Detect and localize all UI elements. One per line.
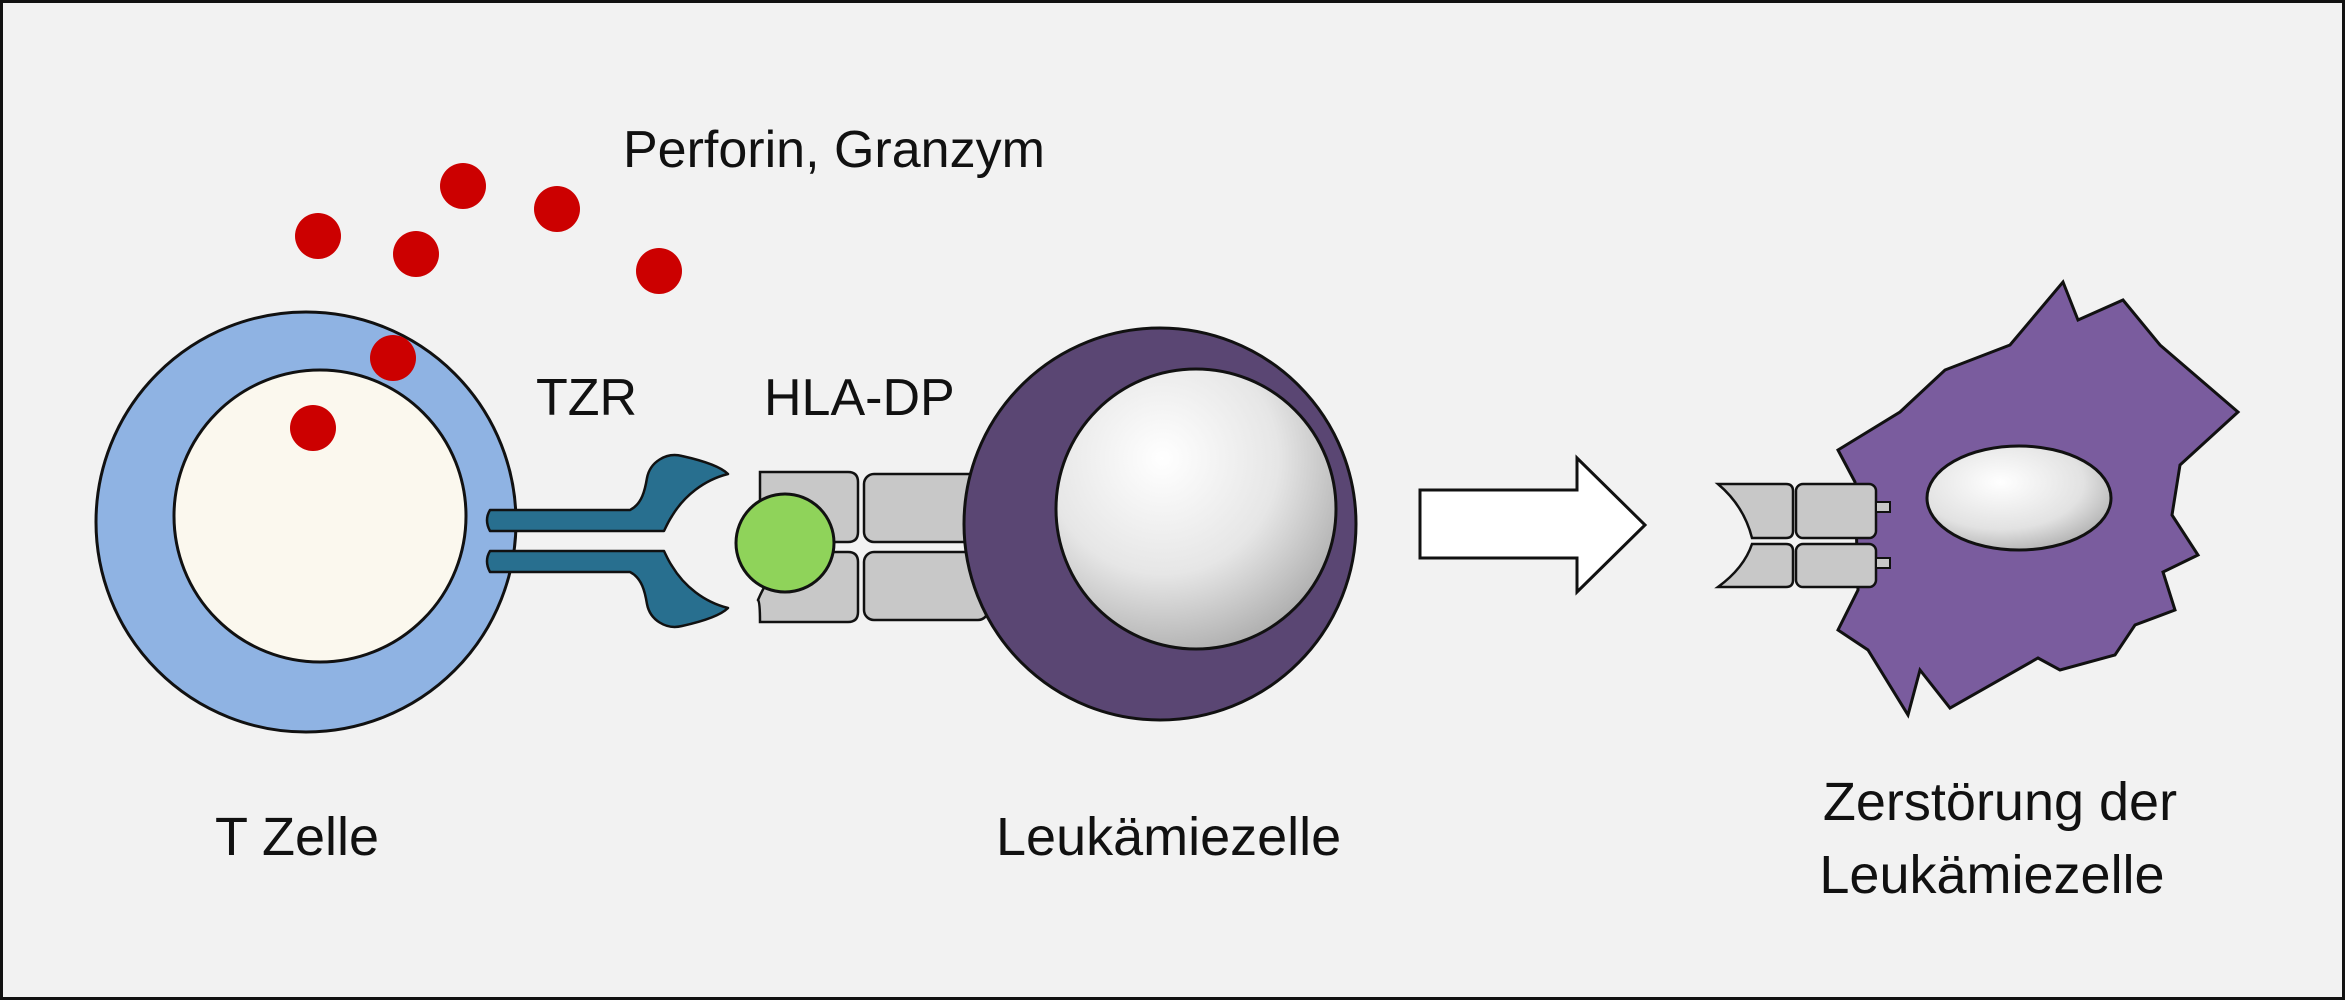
label-leukemia-cell: Leukämiezelle <box>996 807 1341 867</box>
destroyed-leukemia-cell <box>1714 279 2241 719</box>
label-tzr: TZR <box>536 369 637 427</box>
leukemia-cell <box>962 326 1358 722</box>
granule <box>393 231 439 277</box>
leukemia-cell-nucleus <box>1054 367 1338 651</box>
label-perforin-granzyme: Perforin, Granzym <box>623 121 1045 179</box>
label-destruction-line1: Zerstörung der <box>1823 772 2177 832</box>
destroyed-cell-nucleus <box>1925 444 2113 552</box>
label-destruction-line2: Leukämiezelle <box>1819 845 2164 905</box>
antigen-peptide <box>734 492 836 594</box>
granule <box>636 248 682 294</box>
hla-fragment-domain <box>1714 542 1795 589</box>
result-arrow <box>1418 454 1648 596</box>
granule <box>440 163 486 209</box>
hla-fragment-domain <box>1794 542 1878 589</box>
t-cell-nucleus <box>172 368 468 664</box>
granule <box>295 213 341 259</box>
t-cell-receptor <box>485 453 730 629</box>
label-t-cell: T Zelle <box>215 807 379 867</box>
receptor-upper-chain <box>485 453 730 533</box>
hla-fragment-domain <box>1794 482 1878 540</box>
granules <box>290 163 682 451</box>
hla-fragment-anchor <box>1875 557 1891 569</box>
hla-fragment-anchor <box>1875 501 1891 513</box>
receptor-lower-chain <box>485 549 730 629</box>
granule <box>370 335 416 381</box>
granule <box>290 405 336 451</box>
granule <box>534 186 580 232</box>
t-cell <box>94 310 518 734</box>
label-hla-dp: HLA-DP <box>764 369 955 427</box>
hla-fragment-domain <box>1714 482 1795 540</box>
